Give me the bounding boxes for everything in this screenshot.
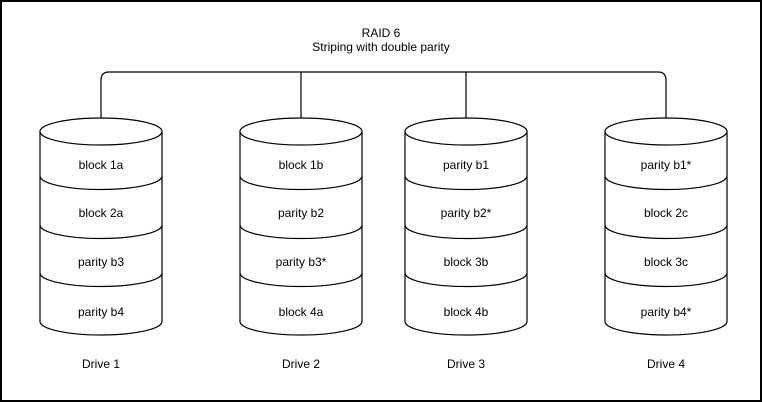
cylinder-divider (404, 175, 528, 191)
cylinder-divider (604, 272, 728, 288)
cylinder-top-ellipse (39, 117, 163, 146)
bus-line (100, 71, 667, 119)
cylinder-divider (39, 224, 163, 240)
block-label: parity b1* (641, 158, 692, 172)
drive-2: block 1b parity b2 parity b3* block 4a D… (239, 117, 363, 371)
cylinder-divider (239, 224, 363, 240)
drive-name-label: Drive 4 (647, 357, 685, 371)
cylinder-divider (604, 175, 728, 191)
block-label: parity b1 (443, 158, 489, 172)
cylinder-top-ellipse (404, 117, 528, 146)
block-label: block 4b (444, 305, 489, 319)
block-label: block 3b (444, 255, 489, 269)
drive-name-label: Drive 2 (282, 357, 320, 371)
drive-1: block 1a block 2a parity b3 parity b4 Dr… (39, 117, 163, 371)
drive-name-label: Drive 3 (447, 357, 485, 371)
cylinder-divider (404, 272, 528, 288)
bus-connector (100, 71, 667, 119)
block-label: block 4a (279, 305, 324, 319)
cylinder-top-ellipse (604, 117, 728, 146)
block-label: block 3c (644, 255, 688, 269)
block-label: parity b2* (441, 206, 492, 220)
block-label: block 2c (644, 206, 688, 220)
cylinder-divider (239, 175, 363, 191)
cylinder-divider (39, 175, 163, 191)
cylinder-divider (404, 224, 528, 240)
block-label: parity b3 (78, 255, 124, 269)
block-label: parity b4* (641, 305, 692, 319)
drive-3: parity b1 parity b2* block 3b block 4b D… (404, 117, 528, 371)
block-label: block 2a (79, 206, 124, 220)
cylinder-divider (239, 272, 363, 288)
diagram-subtitle: Striping with double parity (312, 40, 449, 54)
block-label: block 1a (79, 158, 124, 172)
drive-name-label: Drive 1 (82, 357, 120, 371)
cylinder-divider (604, 224, 728, 240)
diagram-title: RAID 6 (362, 26, 401, 40)
cylinder-divider (39, 272, 163, 288)
block-label: parity b3* (276, 255, 327, 269)
block-label: parity b2 (278, 206, 324, 220)
block-label: block 1b (279, 158, 324, 172)
cylinder-top-ellipse (239, 117, 363, 146)
block-label: parity b4 (78, 305, 124, 319)
drive-4: parity b1* block 2c block 3c parity b4* … (604, 117, 728, 371)
